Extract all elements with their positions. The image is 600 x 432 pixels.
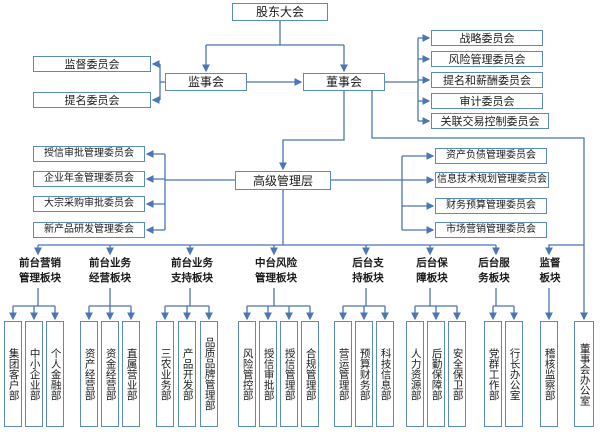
dept-credit-approval: 授信审批部 xyxy=(259,321,277,427)
dept-product-dev: 产品开发部 xyxy=(178,321,196,427)
annuity-committee-box: 企业年金管理委员会 xyxy=(33,171,145,187)
dept-board-office: 董事会办公室 xyxy=(574,321,594,427)
segment-label-front-support: 前台业务 支持板块 xyxy=(171,257,213,285)
dept-risk-control: 风险管控部 xyxy=(238,321,256,427)
dept-quality-brand: 品质品牌管理部 xyxy=(200,321,218,427)
credit-approval-committee-box: 授信审批管理委员会 xyxy=(33,146,145,162)
dept-hr: 人力资源部 xyxy=(406,321,424,427)
dept-audit-inspection: 稽核监察部 xyxy=(540,321,558,427)
procurement-committee-box: 大宗采购审批委员会 xyxy=(33,196,145,212)
wire-to-supervision-segment xyxy=(545,244,584,256)
wire-board-to-office xyxy=(371,91,588,321)
segment-label-front-marketing: 前台营销 管理板块 xyxy=(19,257,61,285)
new-product-committee-box: 新产品研发管理委会 xyxy=(33,222,145,238)
senior-management-box: 高级管理层 xyxy=(235,171,331,190)
dept-direct-branch: 直属营业部 xyxy=(122,321,140,427)
segment-label-back-service: 后台服 务板块 xyxy=(478,257,510,285)
segment-label-mid-risk: 中台风险 管理板块 xyxy=(255,257,297,285)
dept-operations-mgmt: 营运管理部 xyxy=(334,321,352,427)
dept-it: 科技信息部 xyxy=(376,321,394,427)
it-planning-committee-box: 信息技术规划管理委员会 xyxy=(435,172,549,188)
budget-committee-box: 财务预算管理委员会 xyxy=(435,198,547,214)
marketing-committee-box: 市场营销管理委员会 xyxy=(435,222,547,238)
related-party-committee-box: 关联交易控制委员会 xyxy=(431,113,549,129)
dept-logistics: 后勤保障部 xyxy=(427,321,445,427)
board-box: 董事会 xyxy=(303,73,385,91)
dept-party-affairs: 党群工作部 xyxy=(484,321,502,427)
segment-label-supervision: 监督 板块 xyxy=(539,257,561,285)
dept-sme: 中小企业部 xyxy=(25,321,43,427)
dept-budget-finance: 预算财务部 xyxy=(355,321,373,427)
dept-personal-finance: 个人金融部 xyxy=(46,321,64,427)
dept-agriculture: 三农业务部 xyxy=(156,321,174,427)
shareholders-box: 股东大会 xyxy=(232,3,328,21)
wire-board-to-mgmt xyxy=(279,91,345,171)
dept-asset-operations: 资产经营部 xyxy=(80,321,98,427)
dept-credit-management: 授信管理部 xyxy=(280,321,298,427)
dept-fund-operations: 资金经营部 xyxy=(101,321,119,427)
audit-committee-box: 审计委员会 xyxy=(431,93,543,109)
dept-president-office: 行长办公室 xyxy=(505,321,523,427)
alm-committee-box: 资产负债管理委员会 xyxy=(435,148,547,164)
nomination-compensation-committee-box: 提名和薪酬委员会 xyxy=(431,72,543,88)
dept-compliance: 合规管理部 xyxy=(301,321,319,427)
segment-label-back-security: 后台保 障板块 xyxy=(416,257,448,285)
segment-label-back-support: 后台支 持板块 xyxy=(352,257,384,285)
segment-label-front-operations: 前台业务 经营板块 xyxy=(89,257,131,285)
supervisory-board-box: 监事会 xyxy=(165,73,247,91)
dept-security: 安全保卫部 xyxy=(448,321,466,427)
nomination-committee-box: 提名委员会 xyxy=(33,92,151,108)
strategy-committee-box: 战略委员会 xyxy=(431,30,543,46)
dept-group-clients: 集团客户部 xyxy=(4,321,22,427)
supervision-committee-box: 监督委员会 xyxy=(33,56,151,72)
risk-committee-box: 风险管理委员会 xyxy=(431,51,543,67)
